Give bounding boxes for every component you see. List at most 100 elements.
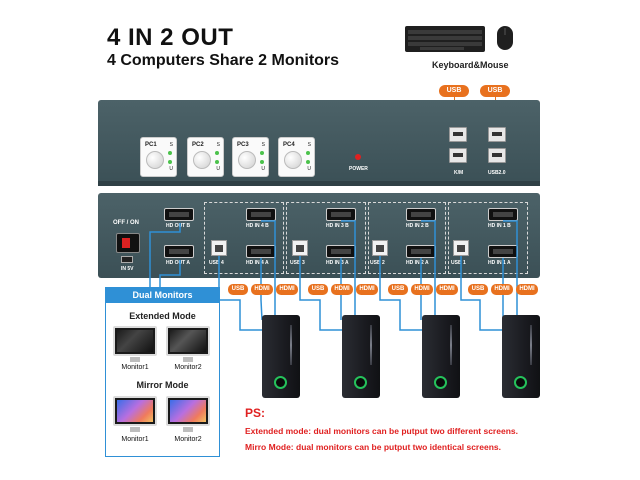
wire-pc3-hdmi-b [341,220,356,325]
wire-pc1-usb [460,256,502,331]
extended-monitor-2-stand [183,357,193,362]
dual-monitors-header: Dual Monitors [105,287,220,303]
usb-tag-mouse: USB [480,85,510,97]
pc3-u-label: U [261,166,265,172]
input-group-2 [368,202,446,274]
hdmi-in-1-a-label: HD IN 1 A [488,260,511,266]
pc3-button[interactable]: PC3 S U [232,137,269,177]
kvm-back-panel [98,193,540,278]
dc-power-jack [121,256,133,263]
pc1-button[interactable]: PC1 S U [140,137,177,177]
fan-icon [274,376,287,389]
mirror-monitor-1-label: Monitor1 [121,436,149,443]
usb-4-label: USB 4 [209,260,224,266]
pc4-s-label: S [307,142,311,148]
mirror-monitor-2 [166,396,210,426]
extended-monitor-2 [166,326,210,356]
hdmi-in-3-a-label: HD IN 3 A [326,260,349,266]
wire-pc4-hdmi-b [261,220,276,325]
front-usb-port-km-2 [449,148,467,163]
pc4-led-u [306,160,310,164]
mirror-monitor-2-label: Monitor2 [174,436,202,443]
pc4-button[interactable]: PC4 S U [278,137,315,177]
mirror-monitor-2-stand [183,427,193,432]
pc1-s-label: S [169,142,173,148]
usb-1-port [453,240,469,256]
pc-tower-1 [502,315,540,398]
usb-3-label: USB 3 [290,260,305,266]
extended-mode-title: Extended Mode [129,311,196,321]
usb-2-port [372,240,388,256]
wire-pc4-usb [218,256,262,331]
cable-tag-pc2-hdmi-2: HDMI [436,284,458,295]
hdmi-in-3-a-port [326,245,356,258]
cable-tag-pc3-usb: USB [308,284,328,295]
cable-tag-pc1-hdmi-2: HDMI [516,284,538,295]
cable-tag-pc2-hdmi-1: HDMI [411,284,433,295]
pc3-label: PC3 [237,142,249,148]
kvm-front-edge [98,181,540,186]
power-switch[interactable] [116,233,140,253]
wire-pc3-usb [299,256,342,331]
hdmi-in-4-a-label: HD IN 4 A [246,260,269,266]
pc1-led-u [168,160,172,164]
pc2-button[interactable]: PC2 S U [187,137,224,177]
pc3-led-u [260,160,264,164]
power-switch-label: OFF / ON [113,220,139,226]
extended-monitor-2-label: Monitor2 [174,364,202,371]
pc2-s-label: S [216,142,220,148]
keyboard-mouse-label: Keyboard&Mouse [432,60,509,70]
hdmi-in-2-a-port [406,245,436,258]
wire-pc4-hdmi-a [260,258,263,321]
pc2-led-u [215,160,219,164]
hdmi-in-2-b-label: HD IN 2 B [406,223,429,229]
front-usb-port-20-2 [488,148,506,163]
usb-3-port [292,240,308,256]
hdmi-out-a-port [164,245,194,258]
hdmi-out-b-port [164,208,194,221]
hdmi-out-b-label: HD OUT B [166,223,191,229]
pc-tower-2 [422,315,460,398]
pc3-knob [238,151,256,169]
pc4-led-s [306,151,310,155]
usb-tag-keyboard: USB [439,85,469,97]
pc3-s-label: S [261,142,265,148]
pc4-knob [284,151,302,169]
pc1-knob [146,151,164,169]
extended-monitor-1 [113,326,157,356]
mouse-icon [497,26,513,50]
cable-tag-pc4-usb: USB [228,284,248,295]
input-group-4 [204,202,284,274]
hdmi-in-2-a-label: HD IN 2 A [406,260,429,266]
pc2-led-s [215,151,219,155]
usb-4-port [211,240,227,256]
mirror-monitor-1 [113,396,157,426]
dc-label: IN 5V [121,266,134,272]
usb-2-label: USB 2 [370,260,385,266]
pc2-u-label: U [216,166,220,172]
dual-monitors-panel [105,287,220,457]
headline-title: 4 IN 2 OUT [107,24,234,51]
pc1-label: PC1 [145,142,157,148]
wire-out-a [159,260,181,287]
pc-tower-3 [342,315,380,398]
power-led [355,154,361,160]
pc2-label: PC2 [192,142,204,148]
km-port-label: K/M [454,170,464,176]
usb-1-label: USB 1 [451,260,466,266]
hdmi-out-a-label: HD OUT A [166,260,190,266]
notes-mirror: Mirro Mode: dual monitors can be putput … [245,442,501,452]
cable-tag-pc4-hdmi-2: HDMI [276,284,298,295]
fan-icon [514,376,527,389]
cable-tag-pc2-usb: USB [388,284,408,295]
wire-pc1-hdmi-b [503,220,518,325]
front-usb-port-km-1 [449,127,467,142]
hdmi-in-4-b-label: HD IN 4 B [246,223,269,229]
pc-tower-4 [262,315,300,398]
extended-monitor-1-label: Monitor1 [121,364,149,371]
pc4-label: PC4 [283,142,295,148]
front-usb-port-20-1 [488,127,506,142]
cable-tag-pc3-hdmi-1: HDMI [331,284,353,295]
wire-pc2-usb [379,256,422,331]
